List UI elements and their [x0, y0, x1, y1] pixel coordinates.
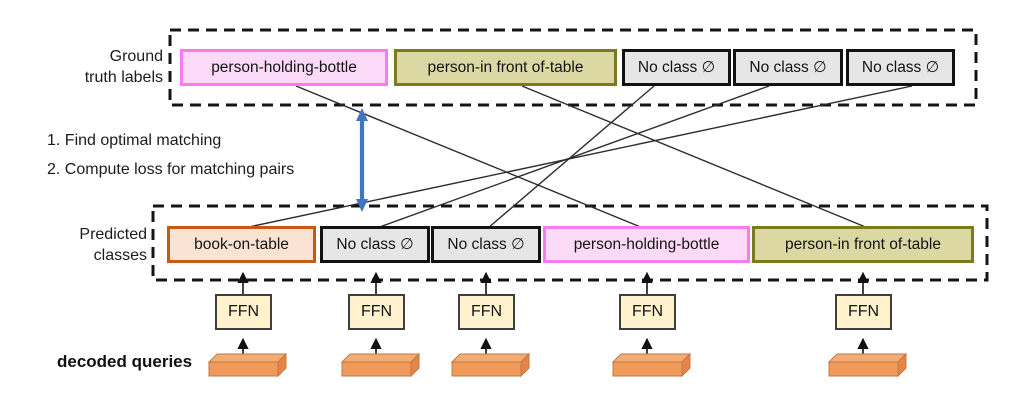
ffn-box-1: FFN — [215, 294, 272, 330]
gt-box-person-in-front-of-table: person-in front of-table — [394, 49, 617, 86]
predicted-side-label-line1: Predicted — [79, 226, 147, 243]
gt-box-no-class-1: No class ∅ — [622, 49, 731, 86]
ffn-box-3: FFN — [458, 294, 515, 330]
ffn-box-5: FFN — [835, 294, 892, 330]
decoded-queries-label: decoded queries — [57, 352, 193, 371]
pred-box-no-class-2: No class ∅ — [431, 226, 541, 263]
loss-arrow — [356, 108, 368, 212]
pred-box-no-class-1: No class ∅ — [320, 226, 430, 263]
gt-box-no-class-2: No class ∅ — [733, 49, 843, 86]
matching-line-gt0-pred3 — [295, 85, 644, 229]
ffn-box-2: FFN — [348, 294, 405, 330]
matching-line-gt1-pred4 — [521, 85, 869, 229]
ffn-to-class-arrows — [237, 271, 869, 296]
ffn-box-4: FFN — [619, 294, 676, 330]
pred-box-book-on-table: book-on-table — [167, 226, 316, 263]
decoded-query-cube-1 — [207, 352, 288, 378]
decoded-query-cube-5 — [827, 352, 908, 378]
ground-truth-container — [168, 28, 978, 107]
matching-line-gt4-pred0 — [243, 85, 913, 229]
decoded-query-cube-2 — [340, 352, 421, 378]
predicted-side-label-line2: classes — [93, 247, 147, 264]
pred-box-person-in-front-of-table: person-in front of-table — [752, 226, 974, 263]
step-compute-loss: 2. Compute loss for matching pairs — [47, 161, 295, 178]
decoded-query-cube-4 — [611, 352, 692, 378]
decoded-query-cube-3 — [450, 352, 531, 378]
pred-box-person-holding-bottle: person-holding-bottle — [543, 226, 750, 263]
query-to-ffn-arrows — [237, 337, 869, 358]
step-find-optimal-matching: 1. Find optimal matching — [47, 132, 222, 149]
matching-line-gt3-pred1 — [376, 85, 770, 229]
predicted-side-label: Predicted classes — [20, 224, 147, 266]
ground-truth-side-label: Ground truth labels — [20, 46, 163, 88]
predicted-container — [151, 204, 989, 282]
gt-box-person-holding-bottle: person-holding-bottle — [180, 49, 388, 86]
matching-lines — [243, 85, 913, 229]
ground-truth-side-label-line2: truth labels — [84, 69, 163, 86]
ground-truth-side-label-line1: Ground — [109, 48, 163, 65]
gt-box-no-class-3: No class ∅ — [846, 49, 955, 86]
